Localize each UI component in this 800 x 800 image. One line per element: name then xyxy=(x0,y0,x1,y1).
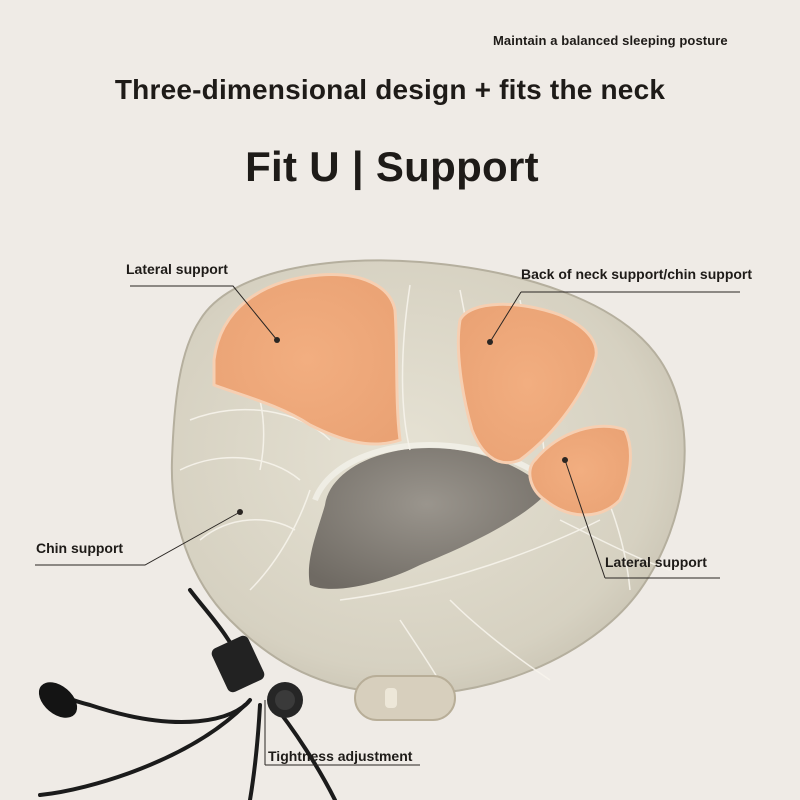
callout-lateral-support-top: Lateral support xyxy=(126,261,228,277)
pillow-neck-opening xyxy=(308,447,545,589)
tightness-adjuster xyxy=(38,635,303,718)
callout-dot-back-of-neck xyxy=(487,339,493,345)
callout-lateral-support-right: Lateral support xyxy=(605,554,707,570)
callout-tightness-adjustment: Tightness adjustment xyxy=(268,748,413,764)
callout-lines xyxy=(35,285,740,766)
callout-dot-chin xyxy=(237,509,243,515)
support-zone-lateral-right xyxy=(528,424,632,517)
callout-dot-lateral-right xyxy=(562,457,568,463)
support-zone-back-of-neck xyxy=(456,302,598,465)
callout-chin-support: Chin support xyxy=(36,540,124,556)
control-button xyxy=(354,675,456,721)
page-title: Fit U | Support xyxy=(245,143,539,190)
support-zone-lateral-left xyxy=(212,273,402,446)
tagline: Maintain a balanced sleeping posture xyxy=(493,33,728,48)
callout-back-of-neck-chin-support: Back of neck support/chin support xyxy=(521,266,753,282)
callout-dot-lateral-left xyxy=(274,337,280,343)
headline: Three-dimensional design + fits the neck xyxy=(114,74,666,105)
